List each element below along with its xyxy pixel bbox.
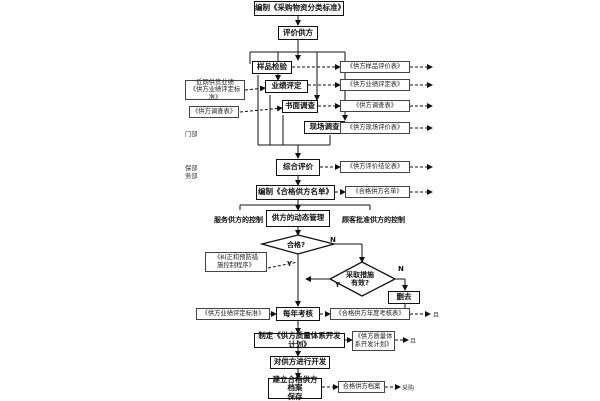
qualified-question: 合格? [287, 241, 306, 249]
quality-plan-doc: 《供方质量体 系开发计划》 [352, 331, 395, 351]
develop-box: 对供方进行开发 [270, 356, 330, 369]
corrective-doc: 《纠正和预防措 施控制程序》 [205, 252, 267, 272]
branch-yes-remedy: Y [335, 281, 341, 289]
qualified-list-box: 编制《合格供方名单》 [256, 185, 335, 200]
survey-table-doc: 《供方调查表》 [340, 100, 410, 112]
comprehensive-evaluation-box: 综合评价 [276, 159, 320, 176]
written-survey-box: 书面调查 [282, 100, 318, 113]
annual-review-box: 每年考核 [276, 307, 320, 321]
site-table-doc: 《供方现场评价表》 [340, 122, 410, 134]
supplier-list-doc: 《合格供方名单》 [345, 186, 410, 198]
dynamic-management-box: 供方的动态管理 [266, 210, 330, 227]
dept-note: 门部 [185, 131, 198, 138]
sample-inspection-box: 样品检验 [252, 61, 292, 74]
delete-box: 删去 [388, 291, 420, 304]
performance-evaluation-box: 业绩评定 [265, 80, 308, 93]
performance-input-doc: 近期供货业绩 《供方业绩评定标准》 [185, 79, 245, 101]
performance-standard-doc: 《供方业绩评定标准》 [196, 308, 270, 320]
evaluate-supplier-box: 评价供方 [278, 26, 318, 40]
site-survey-box: 现场调查 [304, 121, 345, 134]
archive-tail: 采购 [402, 385, 415, 392]
annual-tail: 且 [433, 312, 440, 319]
keep-note: 保部 务部 [185, 165, 198, 180]
annual-table-doc: 《合格供方年度考核表》 [330, 308, 410, 320]
branch-yes-qualified: Y [287, 260, 293, 268]
qualified-diamond [259, 234, 337, 255]
sample-table-doc: 《供方样品评价表》 [340, 61, 410, 73]
quality-plan-box: 制定《供方质量体系开发计划》 [254, 331, 345, 348]
survey-input-doc: 《供方调查表》 [189, 106, 239, 118]
archive-doc: 合格供方档案 [338, 381, 385, 393]
branch-no-remedy: N [398, 265, 404, 273]
remedy-diamond [328, 261, 397, 297]
conclusion-table-doc: 《供方评价结论表》 [340, 161, 410, 173]
archive-box: 建立合格供方档案 保存 [268, 375, 322, 401]
title-box: 编制《采购物资分类标准》 [254, 1, 345, 16]
service-control-label: 服务供方的控制 [214, 216, 263, 224]
branch-no-qualified: N [330, 236, 336, 244]
order-control-label: 顾客批准供方的控制 [342, 216, 405, 224]
performance-table-doc: 《供方业绩评定表》 [340, 79, 410, 91]
remedy-question: 采取措施 有效? [346, 271, 374, 288]
plan-tail: 且 [410, 338, 417, 345]
